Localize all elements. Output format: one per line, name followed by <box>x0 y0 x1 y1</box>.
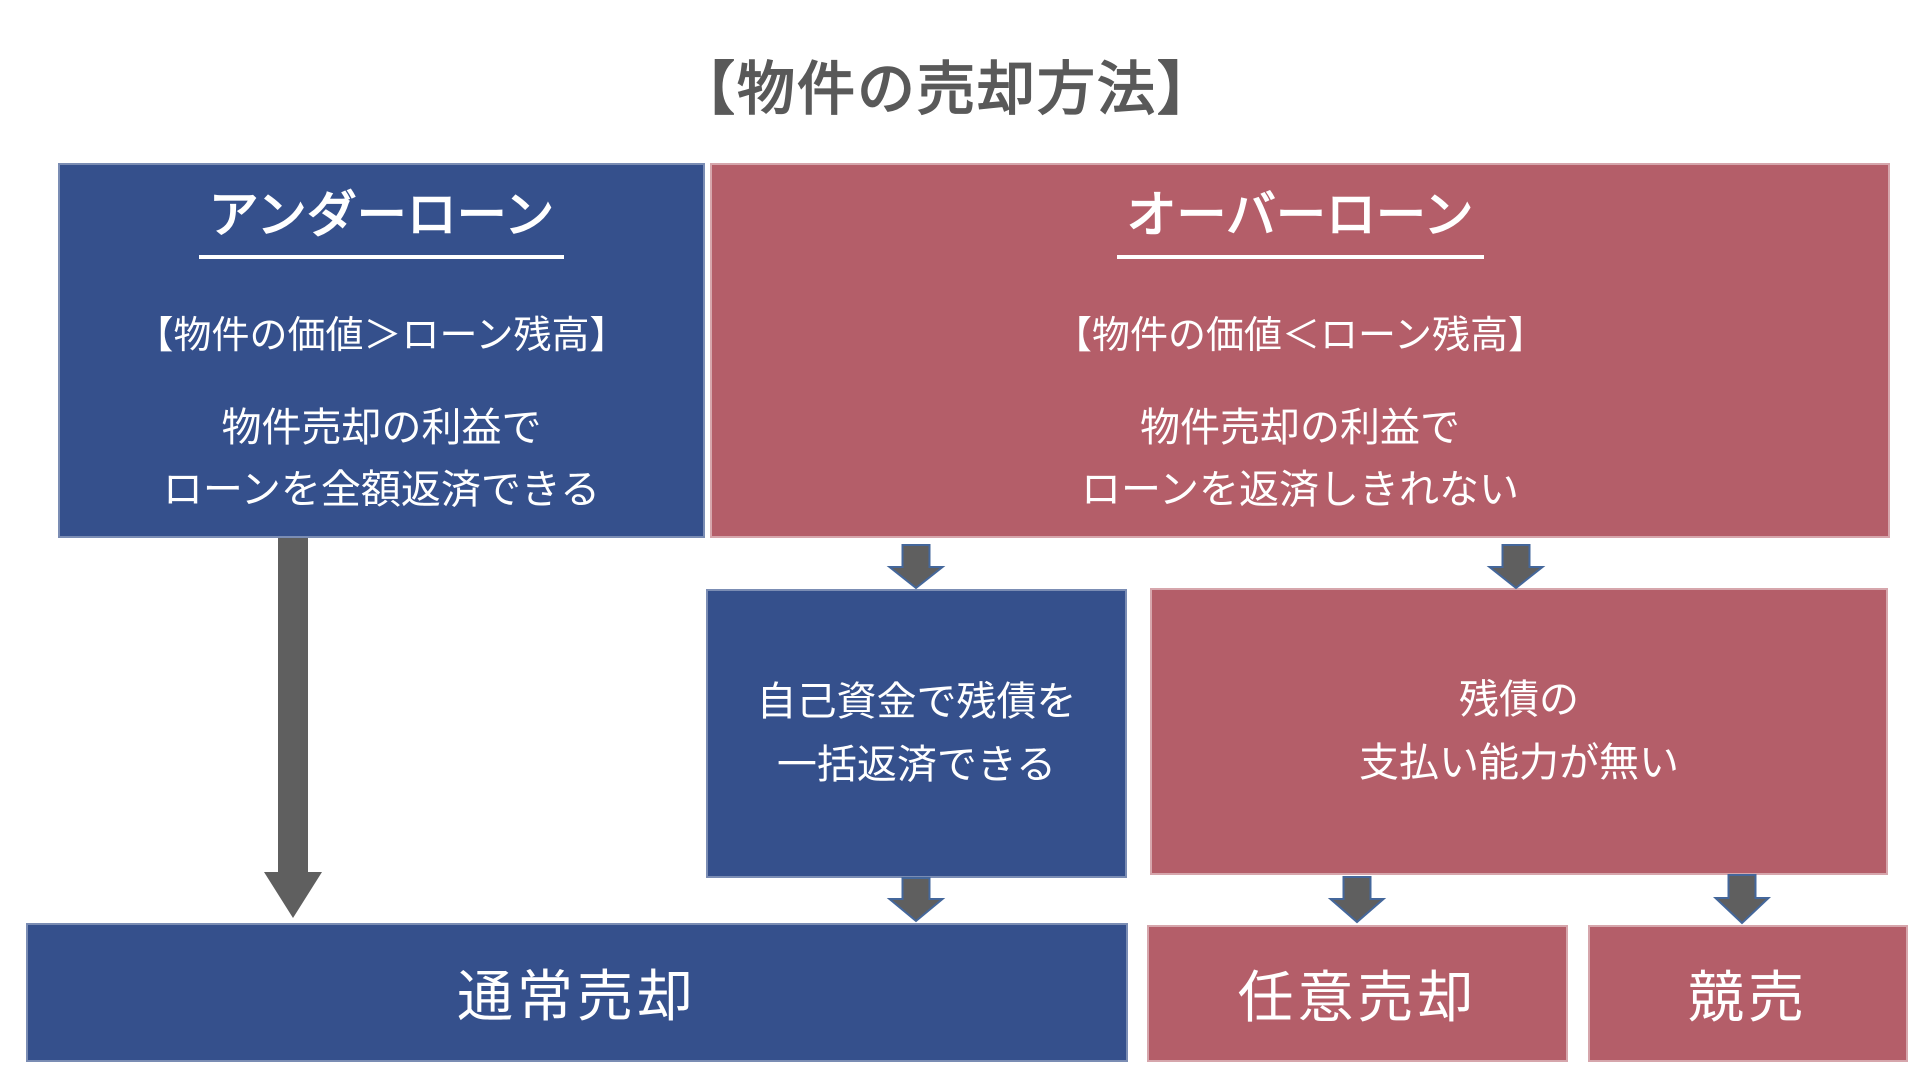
under-loan-condition: 【物件の価値＞ローン残高】 <box>135 315 628 357</box>
down-arrow-no-ability-to-voluntary <box>1327 876 1387 924</box>
over-loan-condition: 【物件の価値＜ローン残高】 <box>1053 315 1547 357</box>
under-loan-desc-line2: ローンを全額返済できる <box>162 468 601 512</box>
down-arrow-over-to-no-ability <box>1486 544 1546 590</box>
no-ability-line1: 残債の <box>1459 677 1579 722</box>
over-loan-desc-line1: 物件売却の利益で <box>1140 406 1460 450</box>
over-loan-heading: オーバーローン <box>712 185 1888 259</box>
box-over-loan: オーバーローン 【物件の価値＜ローン残高】 物件売却の利益で ローンを返済しきれ… <box>710 163 1890 538</box>
no-ability-line2: 支払い能力が無い <box>1359 740 1679 785</box>
under-loan-desc-line1: 物件売却の利益で <box>221 406 542 450</box>
page-title: 【物件の売却方法】 <box>676 57 1217 122</box>
down-arrow-under-to-normal <box>264 538 322 918</box>
box-normal-sale: 通常売却 <box>26 923 1128 1062</box>
auction-label: 競売 <box>1688 966 1808 1029</box>
box-voluntary-sale: 任意売却 <box>1147 925 1568 1062</box>
down-arrow-self-funds-to-normal <box>886 877 946 923</box>
over-loan-desc-line2: ローンを返済しきれない <box>1081 468 1519 512</box>
down-arrow-over-to-self-funds <box>886 544 946 590</box>
under-loan-description: 物件売却の利益で ローンを全額返済できる <box>60 397 703 521</box>
box-no-payment-ability: 残債の 支払い能力が無い <box>1150 588 1888 875</box>
normal-sale-label: 通常売却 <box>457 965 697 1028</box>
down-arrow-no-ability-to-auction <box>1712 874 1772 925</box>
box-auction: 競売 <box>1588 925 1908 1062</box>
box-self-funds-repay: 自己資金で残債を 一括返済できる <box>706 589 1127 878</box>
box-under-loan: アンダーローン 【物件の価値＞ローン残高】 物件売却の利益で ローンを全額返済で… <box>58 163 705 538</box>
under-loan-heading: アンダーローン <box>60 185 703 259</box>
self-funds-line2: 一括返済できる <box>776 742 1057 787</box>
over-loan-description: 物件売却の利益で ローンを返済しきれない <box>712 397 1888 521</box>
voluntary-sale-label: 任意売却 <box>1237 966 1478 1029</box>
self-funds-line1: 自己資金で残債を <box>756 679 1077 724</box>
